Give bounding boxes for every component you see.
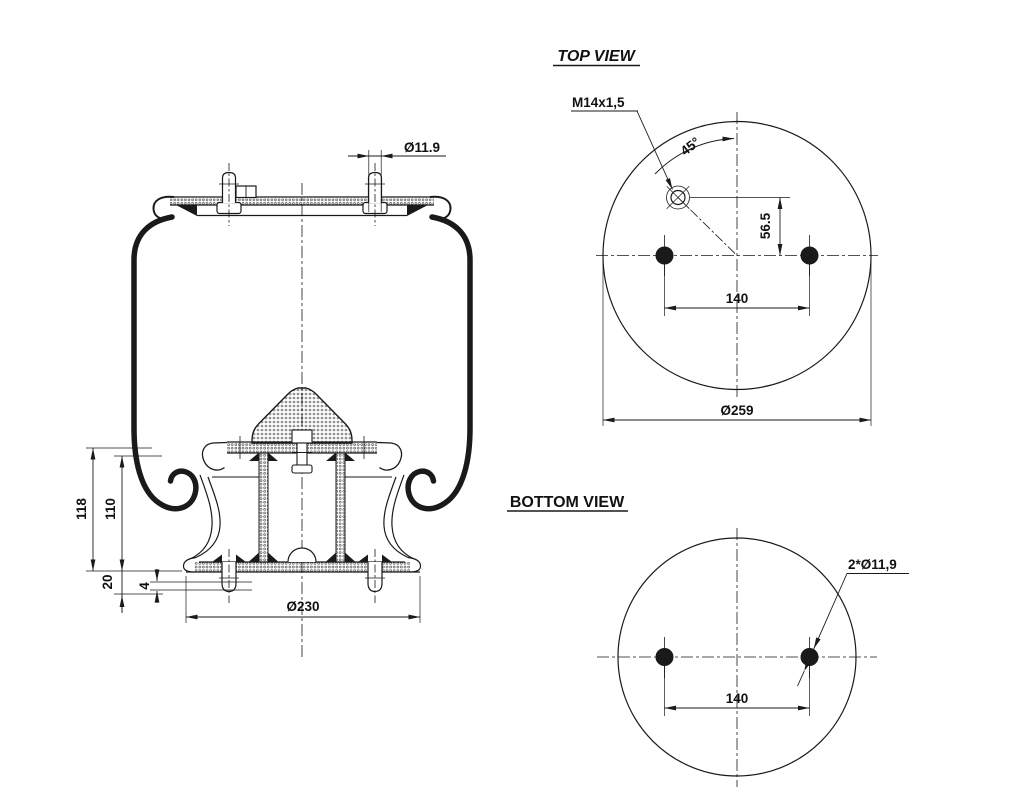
dim-heights: 118 110 20 4 [74, 447, 252, 613]
dim-110-label: 110 [103, 498, 118, 520]
thread-callout-label: M14x1,5 [572, 95, 625, 110]
dim-plate-diameter-label: Ø259 [720, 403, 753, 418]
dim-bottom-hole-spacing: 140 [664, 664, 810, 716]
threaded-hole-icon [666, 185, 690, 210]
bottom-view-title: BOTTOM VIEW [510, 494, 625, 511]
piston-skirt [189, 474, 415, 560]
bumper-bolt-head [291, 464, 313, 474]
central-tube [249, 452, 355, 563]
dim-top-hole-spacing: 140 [664, 263, 810, 316]
top-view: TOP VIEW M14x1,5 45° [553, 48, 878, 426]
dim-bottom-hole-spacing-label: 140 [726, 691, 749, 706]
thread-callout: M14x1,5 [571, 95, 673, 190]
bumper-bolt-shaft [296, 442, 308, 466]
dim-top-hole-spacing-label: 140 [726, 291, 749, 306]
center-dome [287, 547, 317, 563]
bottom-hole-callout-label: 2*Ø11,9 [848, 557, 897, 572]
dim-angle-label: 45° [678, 134, 703, 158]
dim-stud-diameter: Ø11.9 [348, 140, 446, 212]
dim-base-diameter-label: Ø230 [286, 599, 319, 614]
bellows-outline [131, 214, 473, 512]
piston-flange-right [376, 441, 403, 471]
top-stud-left [216, 163, 242, 226]
dim-vertical-offset-label: 56.5 [758, 212, 773, 239]
dim-4-label: 4 [137, 582, 152, 590]
top-plate [152, 195, 452, 221]
dim-118-label: 118 [74, 498, 89, 520]
rubber-bumper [251, 387, 353, 474]
top-view-title: TOP VIEW [557, 48, 636, 65]
air-fitting-block [235, 185, 257, 199]
dim-base-diameter: Ø230 [185, 576, 421, 623]
dim-plate-diameter: Ø259 [602, 259, 872, 426]
bottom-plate [182, 547, 422, 573]
bumper-bolt-notch [291, 429, 313, 444]
dim-stud-diameter-label: Ø11.9 [404, 140, 440, 155]
dim-angle: 45° [654, 134, 735, 175]
bottom-stud-left [219, 549, 239, 603]
bottom-stud-right [365, 549, 385, 603]
side-section-view: Ø11.9 118 110 20 4 Ø230 [74, 140, 473, 660]
top-stud-right [362, 163, 388, 226]
dim-vertical-offset: 56.5 [690, 197, 790, 256]
bottom-hole-callout: 2*Ø11,9 [797, 557, 909, 687]
piston-flange-left [201, 441, 228, 471]
dim-20-label: 20 [100, 574, 115, 589]
bottom-view: BOTTOM VIEW 2*Ø11,9 140 [507, 494, 909, 787]
